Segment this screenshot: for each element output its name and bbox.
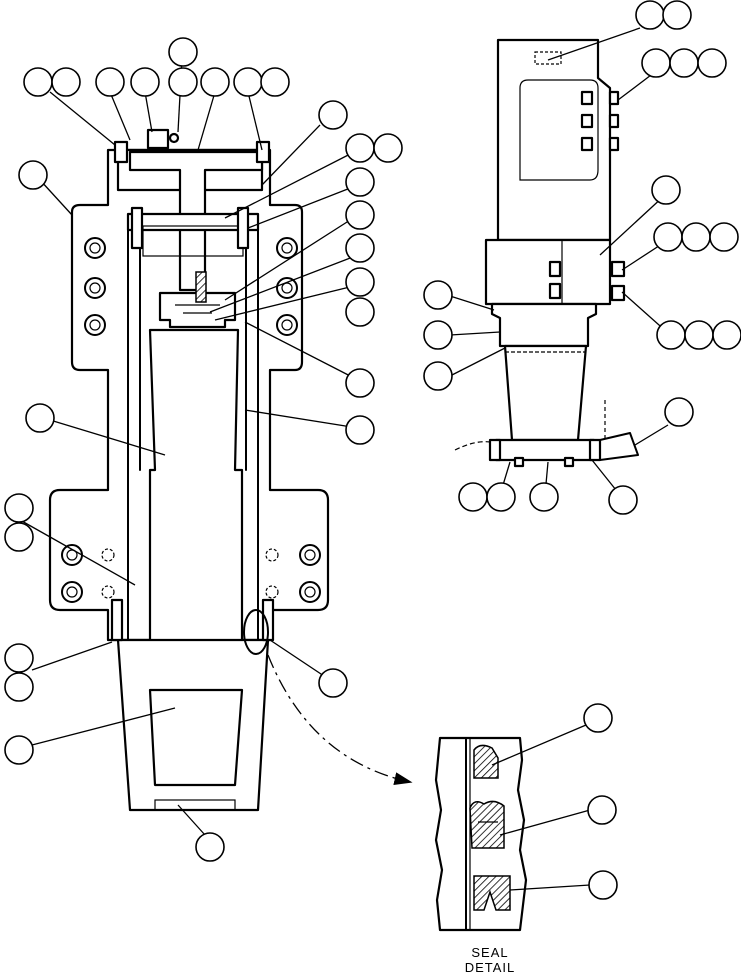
seal-detail-circle xyxy=(243,609,269,655)
caption-line-1: SEAL xyxy=(471,945,508,960)
detail-arrow xyxy=(267,654,413,785)
cylinder-section-view xyxy=(48,128,413,812)
top-bolts xyxy=(113,128,271,250)
mid-block xyxy=(484,238,612,306)
cylinder-external-view xyxy=(454,38,639,468)
right-callouts xyxy=(423,0,741,515)
seal-ring-2 xyxy=(469,800,505,849)
left-callouts xyxy=(4,37,403,862)
base-bolts xyxy=(488,438,602,468)
mount-holes xyxy=(61,237,321,603)
nameplate xyxy=(534,51,562,65)
base-flange xyxy=(494,438,596,462)
upper-housing xyxy=(496,38,612,242)
plunger-end xyxy=(148,688,244,787)
seal-ring-3 xyxy=(473,875,511,911)
base-mount-right xyxy=(599,432,639,461)
rod-seal xyxy=(195,271,207,303)
seal-detail xyxy=(434,703,618,932)
caption-line-2: DETAIL xyxy=(465,960,516,974)
bottom-plate xyxy=(154,799,236,811)
upper-panel xyxy=(519,79,599,181)
rod-nut-detail xyxy=(175,304,220,314)
base-mount-left xyxy=(454,441,491,451)
lower-tube xyxy=(503,344,588,442)
upper-bolts xyxy=(580,90,620,152)
seal-ring-1 xyxy=(473,744,499,779)
mid-bolts xyxy=(548,260,626,302)
inner-bore xyxy=(127,214,259,641)
collar xyxy=(490,302,598,348)
lower-bolts xyxy=(110,598,275,642)
